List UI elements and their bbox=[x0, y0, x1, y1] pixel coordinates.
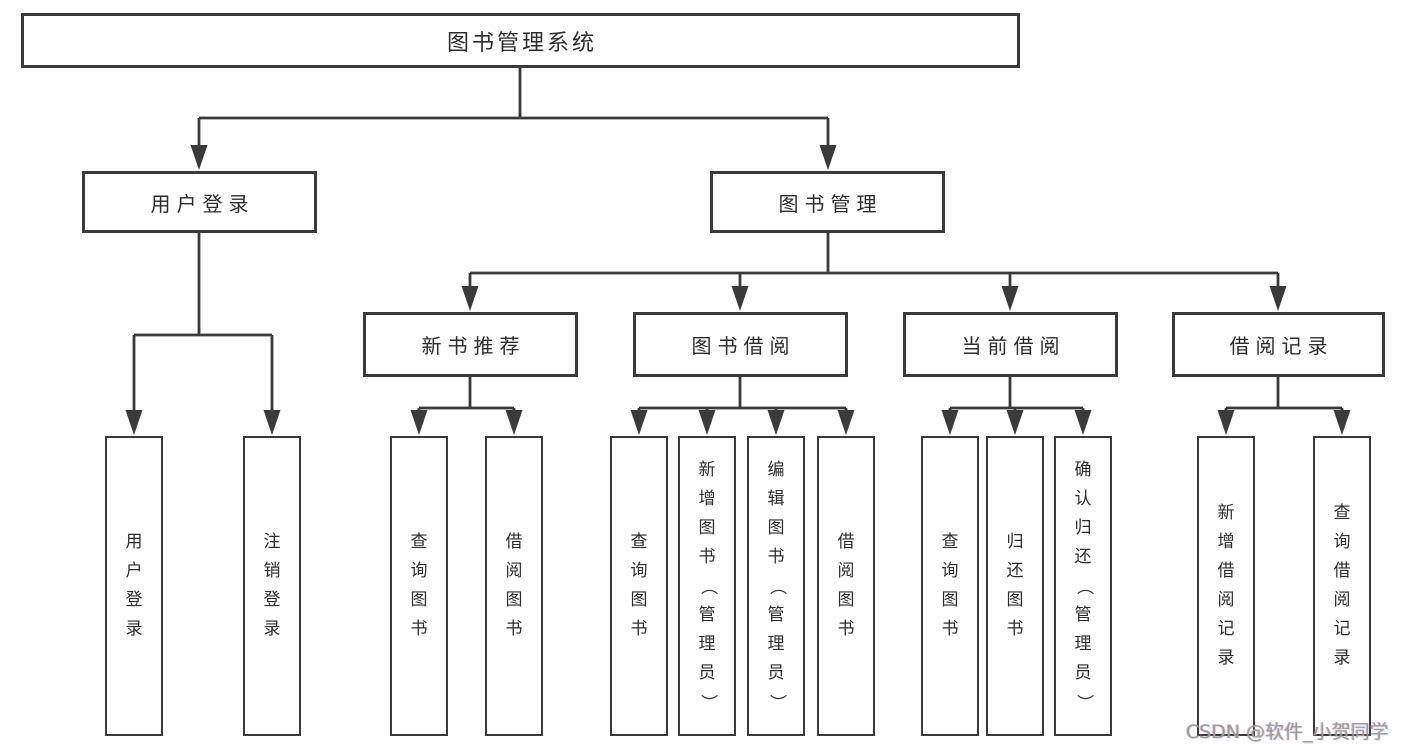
arrowhead-icon bbox=[731, 286, 749, 311]
node-add-books-admin: 新增图书（管理员） bbox=[678, 436, 736, 736]
node-label: 图书借阅 bbox=[691, 334, 796, 358]
node-label: 查询图书 bbox=[630, 532, 648, 639]
arrowhead-icon bbox=[941, 410, 959, 435]
node-label: 用户登录 bbox=[125, 532, 143, 639]
node-label: 借阅图书 bbox=[837, 532, 855, 639]
csdn-watermark: CSDN @软件_小贺同学 bbox=[1186, 721, 1389, 743]
node-label: 归还图书 bbox=[1006, 532, 1024, 639]
node-label: 确认归还（管理员） bbox=[1073, 459, 1094, 711]
node-new-book-recommend: 新书推荐 bbox=[363, 312, 578, 377]
arrowhead-icon bbox=[125, 410, 143, 435]
arrowhead-icon bbox=[1001, 286, 1019, 311]
node-library-management-system: 图书管理系统 bbox=[21, 13, 1020, 68]
arrowhead-icon bbox=[819, 145, 837, 170]
node-label: 查询图书 bbox=[410, 532, 428, 639]
node-label: 查询借阅记录 bbox=[1333, 503, 1351, 668]
node-label: 新书推荐 bbox=[421, 334, 526, 358]
node-user-login: 用户登录 bbox=[82, 171, 317, 233]
node-label: 注销登录 bbox=[263, 532, 281, 639]
node-label: 借阅记录 bbox=[1229, 334, 1334, 358]
node-label: 图书管理 bbox=[778, 191, 883, 216]
node-query-books-under-current: 查询图书 bbox=[921, 436, 979, 736]
node-query-books-under-borrowing: 查询图书 bbox=[610, 436, 668, 736]
arrowhead-icon bbox=[767, 410, 785, 435]
node-label: 新增图书（管理员） bbox=[697, 459, 718, 711]
node-label: 当前借阅 bbox=[961, 334, 1066, 358]
node-label: 查询图书 bbox=[941, 532, 959, 639]
node-borrow-books-under-recommend: 借阅图书 bbox=[485, 436, 543, 736]
node-query-borrow-record: 查询借阅记录 bbox=[1313, 436, 1371, 736]
arrowhead-icon bbox=[698, 410, 716, 435]
arrowhead-icon bbox=[1333, 410, 1351, 435]
node-edit-books-admin: 编辑图书（管理员） bbox=[747, 436, 805, 736]
arrowhead-icon bbox=[630, 410, 648, 435]
node-label: 编辑图书（管理员） bbox=[766, 459, 787, 711]
node-query-books-under-recommend: 查询图书 bbox=[390, 436, 448, 736]
arrowhead-icon bbox=[461, 286, 479, 311]
arrowhead-icon bbox=[505, 410, 523, 435]
arrowhead-icon bbox=[837, 410, 855, 435]
arrowhead-icon bbox=[1269, 286, 1287, 311]
node-return-books: 归还图书 bbox=[986, 436, 1044, 736]
arrowhead-icon bbox=[1217, 410, 1235, 435]
node-confirm-return-admin: 确认归还（管理员） bbox=[1054, 436, 1112, 736]
node-user-login-action: 用户登录 bbox=[105, 436, 163, 736]
arrowhead-icon bbox=[1006, 410, 1024, 435]
node-logout-action: 注销登录 bbox=[243, 436, 301, 736]
node-label: 图书管理系统 bbox=[446, 30, 597, 56]
arrowhead-icon bbox=[190, 145, 208, 170]
node-label: 新增借阅记录 bbox=[1217, 503, 1235, 668]
node-book-management: 图书管理 bbox=[710, 171, 945, 233]
node-current-borrowing: 当前借阅 bbox=[903, 312, 1118, 377]
node-add-borrow-record: 新增借阅记录 bbox=[1197, 436, 1255, 736]
node-borrowing-records: 借阅记录 bbox=[1172, 312, 1385, 377]
node-book-borrowing: 图书借阅 bbox=[633, 312, 848, 377]
arrowhead-icon bbox=[1074, 410, 1092, 435]
node-label: 用户登录 bbox=[150, 191, 255, 216]
node-borrow-books-under-borrowing: 借阅图书 bbox=[817, 436, 875, 736]
arrowhead-icon bbox=[263, 410, 281, 435]
arrowhead-icon bbox=[410, 410, 428, 435]
node-label: 借阅图书 bbox=[505, 532, 523, 639]
